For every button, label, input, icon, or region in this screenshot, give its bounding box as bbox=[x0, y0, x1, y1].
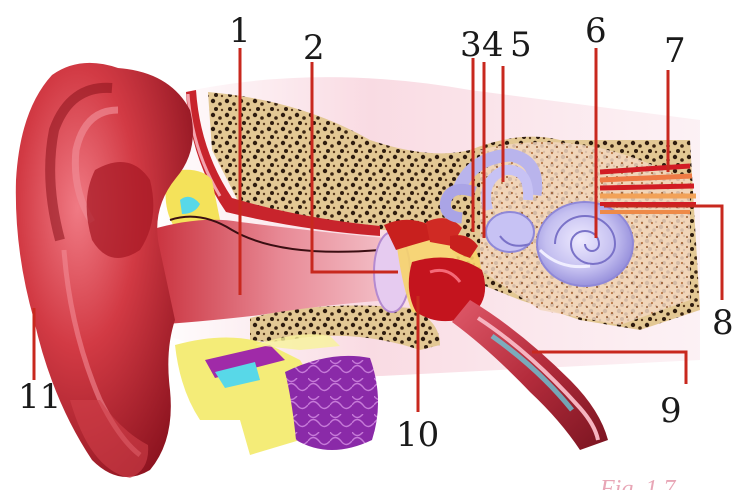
label-5: 5 bbox=[510, 25, 532, 65]
label-7: 7 bbox=[664, 31, 686, 71]
jaw-marrow bbox=[285, 356, 378, 450]
figure-caption: Fig. 1.7 bbox=[599, 476, 676, 490]
concha bbox=[87, 162, 154, 258]
label-2: 2 bbox=[303, 28, 325, 68]
label-11: 11 bbox=[18, 377, 61, 417]
label-9: 9 bbox=[660, 391, 682, 431]
label-4: 4 bbox=[482, 25, 504, 65]
label-1: 1 bbox=[229, 11, 251, 51]
vestibule bbox=[486, 212, 534, 252]
label-8: 8 bbox=[712, 303, 734, 343]
label-6: 6 bbox=[585, 11, 607, 51]
label-10: 10 bbox=[396, 415, 439, 455]
label-3: 3 bbox=[460, 25, 482, 65]
